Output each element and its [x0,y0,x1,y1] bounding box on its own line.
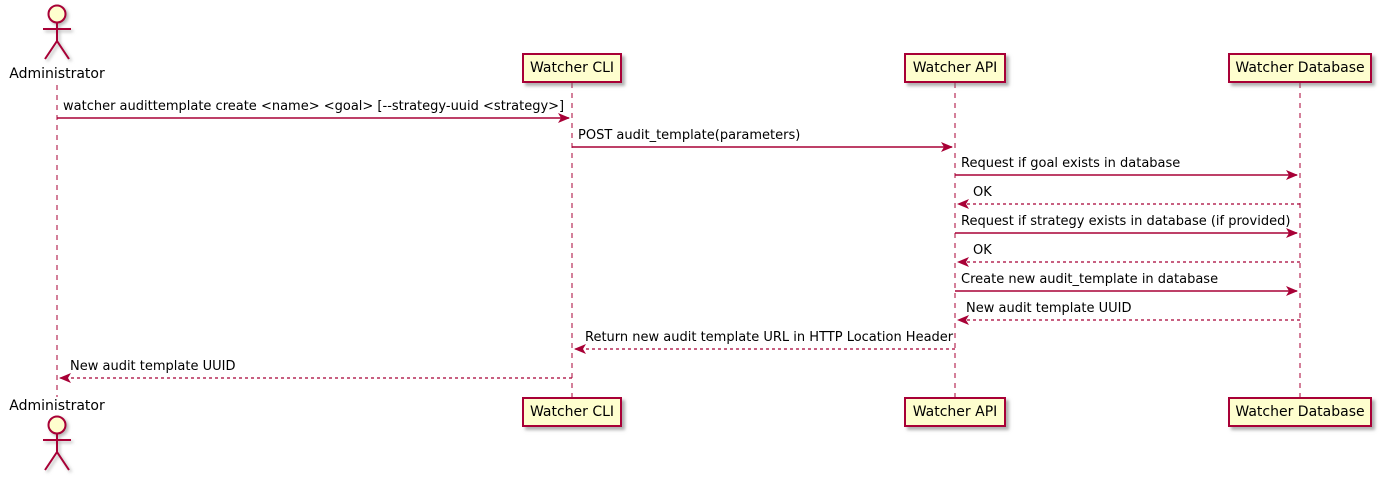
participant-watcher-database-bottom: Watcher Database [1228,397,1372,427]
message-label-7: Create new audit_template in database [961,272,1219,287]
participant-watcher-api-top: Watcher API [904,53,1006,83]
actor-administrator-label-bottom: Administrator [9,398,105,414]
message-label-2: POST audit_template(parameters) [578,128,801,143]
participant-watcher-database-top: Watcher Database [1228,53,1372,83]
message-label-4: OK [973,185,992,200]
participant-watcher-cli-top: Watcher CLI [522,53,622,83]
message-label-8: New audit template UUID [966,301,1132,316]
actor-administrator-figure-top [43,4,71,60]
participant-watcher-api-bottom: Watcher API [904,397,1006,427]
message-label-6: OK [973,243,992,258]
message-label-9: Return new audit template URL in HTTP Lo… [585,330,954,345]
message-label-5: Request if strategy exists in database (… [961,214,1291,229]
message-label-10: New audit template UUID [70,359,236,374]
participant-watcher-cli-bottom: Watcher CLI [522,397,622,427]
message-label-1: watcher audittemplate create <name> <goa… [63,99,565,114]
message-label-3: Request if goal exists in database [961,156,1181,171]
actor-administrator-label-top: Administrator [9,66,105,82]
actor-administrator-figure-bottom [43,415,71,471]
